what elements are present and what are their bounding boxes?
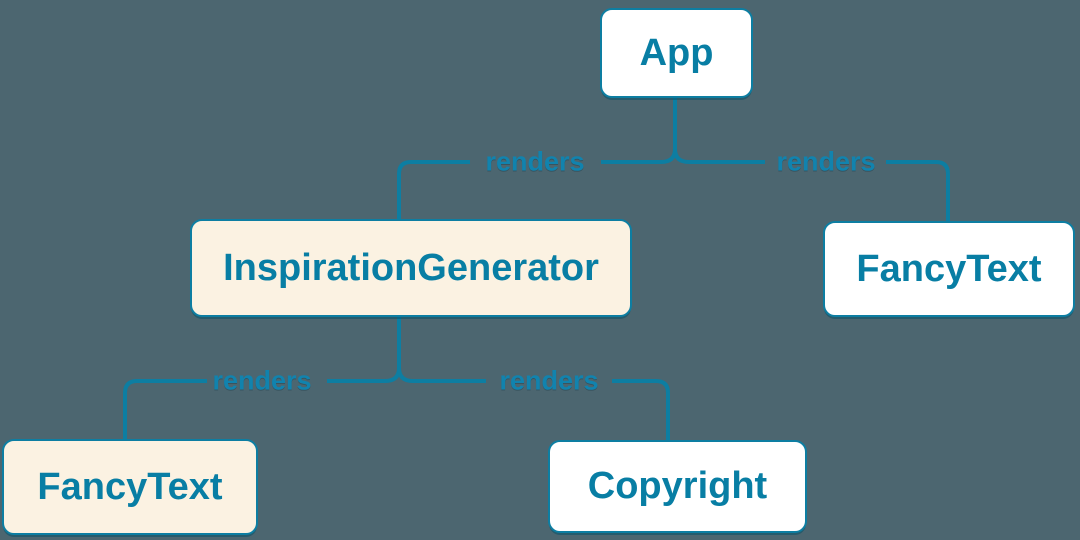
- node-inspiration-generator: InspirationGenerator: [190, 219, 632, 317]
- node-copyright-label: Copyright: [587, 465, 768, 507]
- node-fancy-text-bottom-label: FancyText: [37, 465, 223, 508]
- node-inspiration-generator-label: InspirationGenerator: [223, 246, 599, 289]
- node-fancy-text-top-label: FancyText: [856, 247, 1042, 290]
- edge-app-to-fancytext: [673, 98, 950, 221]
- node-app: App: [600, 8, 753, 98]
- edge-label-renders-inspirationgenerator-copyright: renders: [499, 365, 599, 396]
- edge-inspirationgenerator-to-copyright: [397, 317, 670, 440]
- node-copyright: Copyright: [548, 440, 807, 533]
- node-app-label: App: [639, 31, 714, 74]
- edge-label-renders-app-fancytext: renders: [776, 146, 876, 177]
- node-fancy-text-top: FancyText: [823, 221, 1075, 317]
- edge-label-renders-inspirationgenerator-fancytext: renders: [212, 365, 312, 396]
- node-fancy-text-bottom: FancyText: [2, 439, 258, 535]
- edge-label-renders-app-inspirationgenerator: renders: [485, 146, 585, 177]
